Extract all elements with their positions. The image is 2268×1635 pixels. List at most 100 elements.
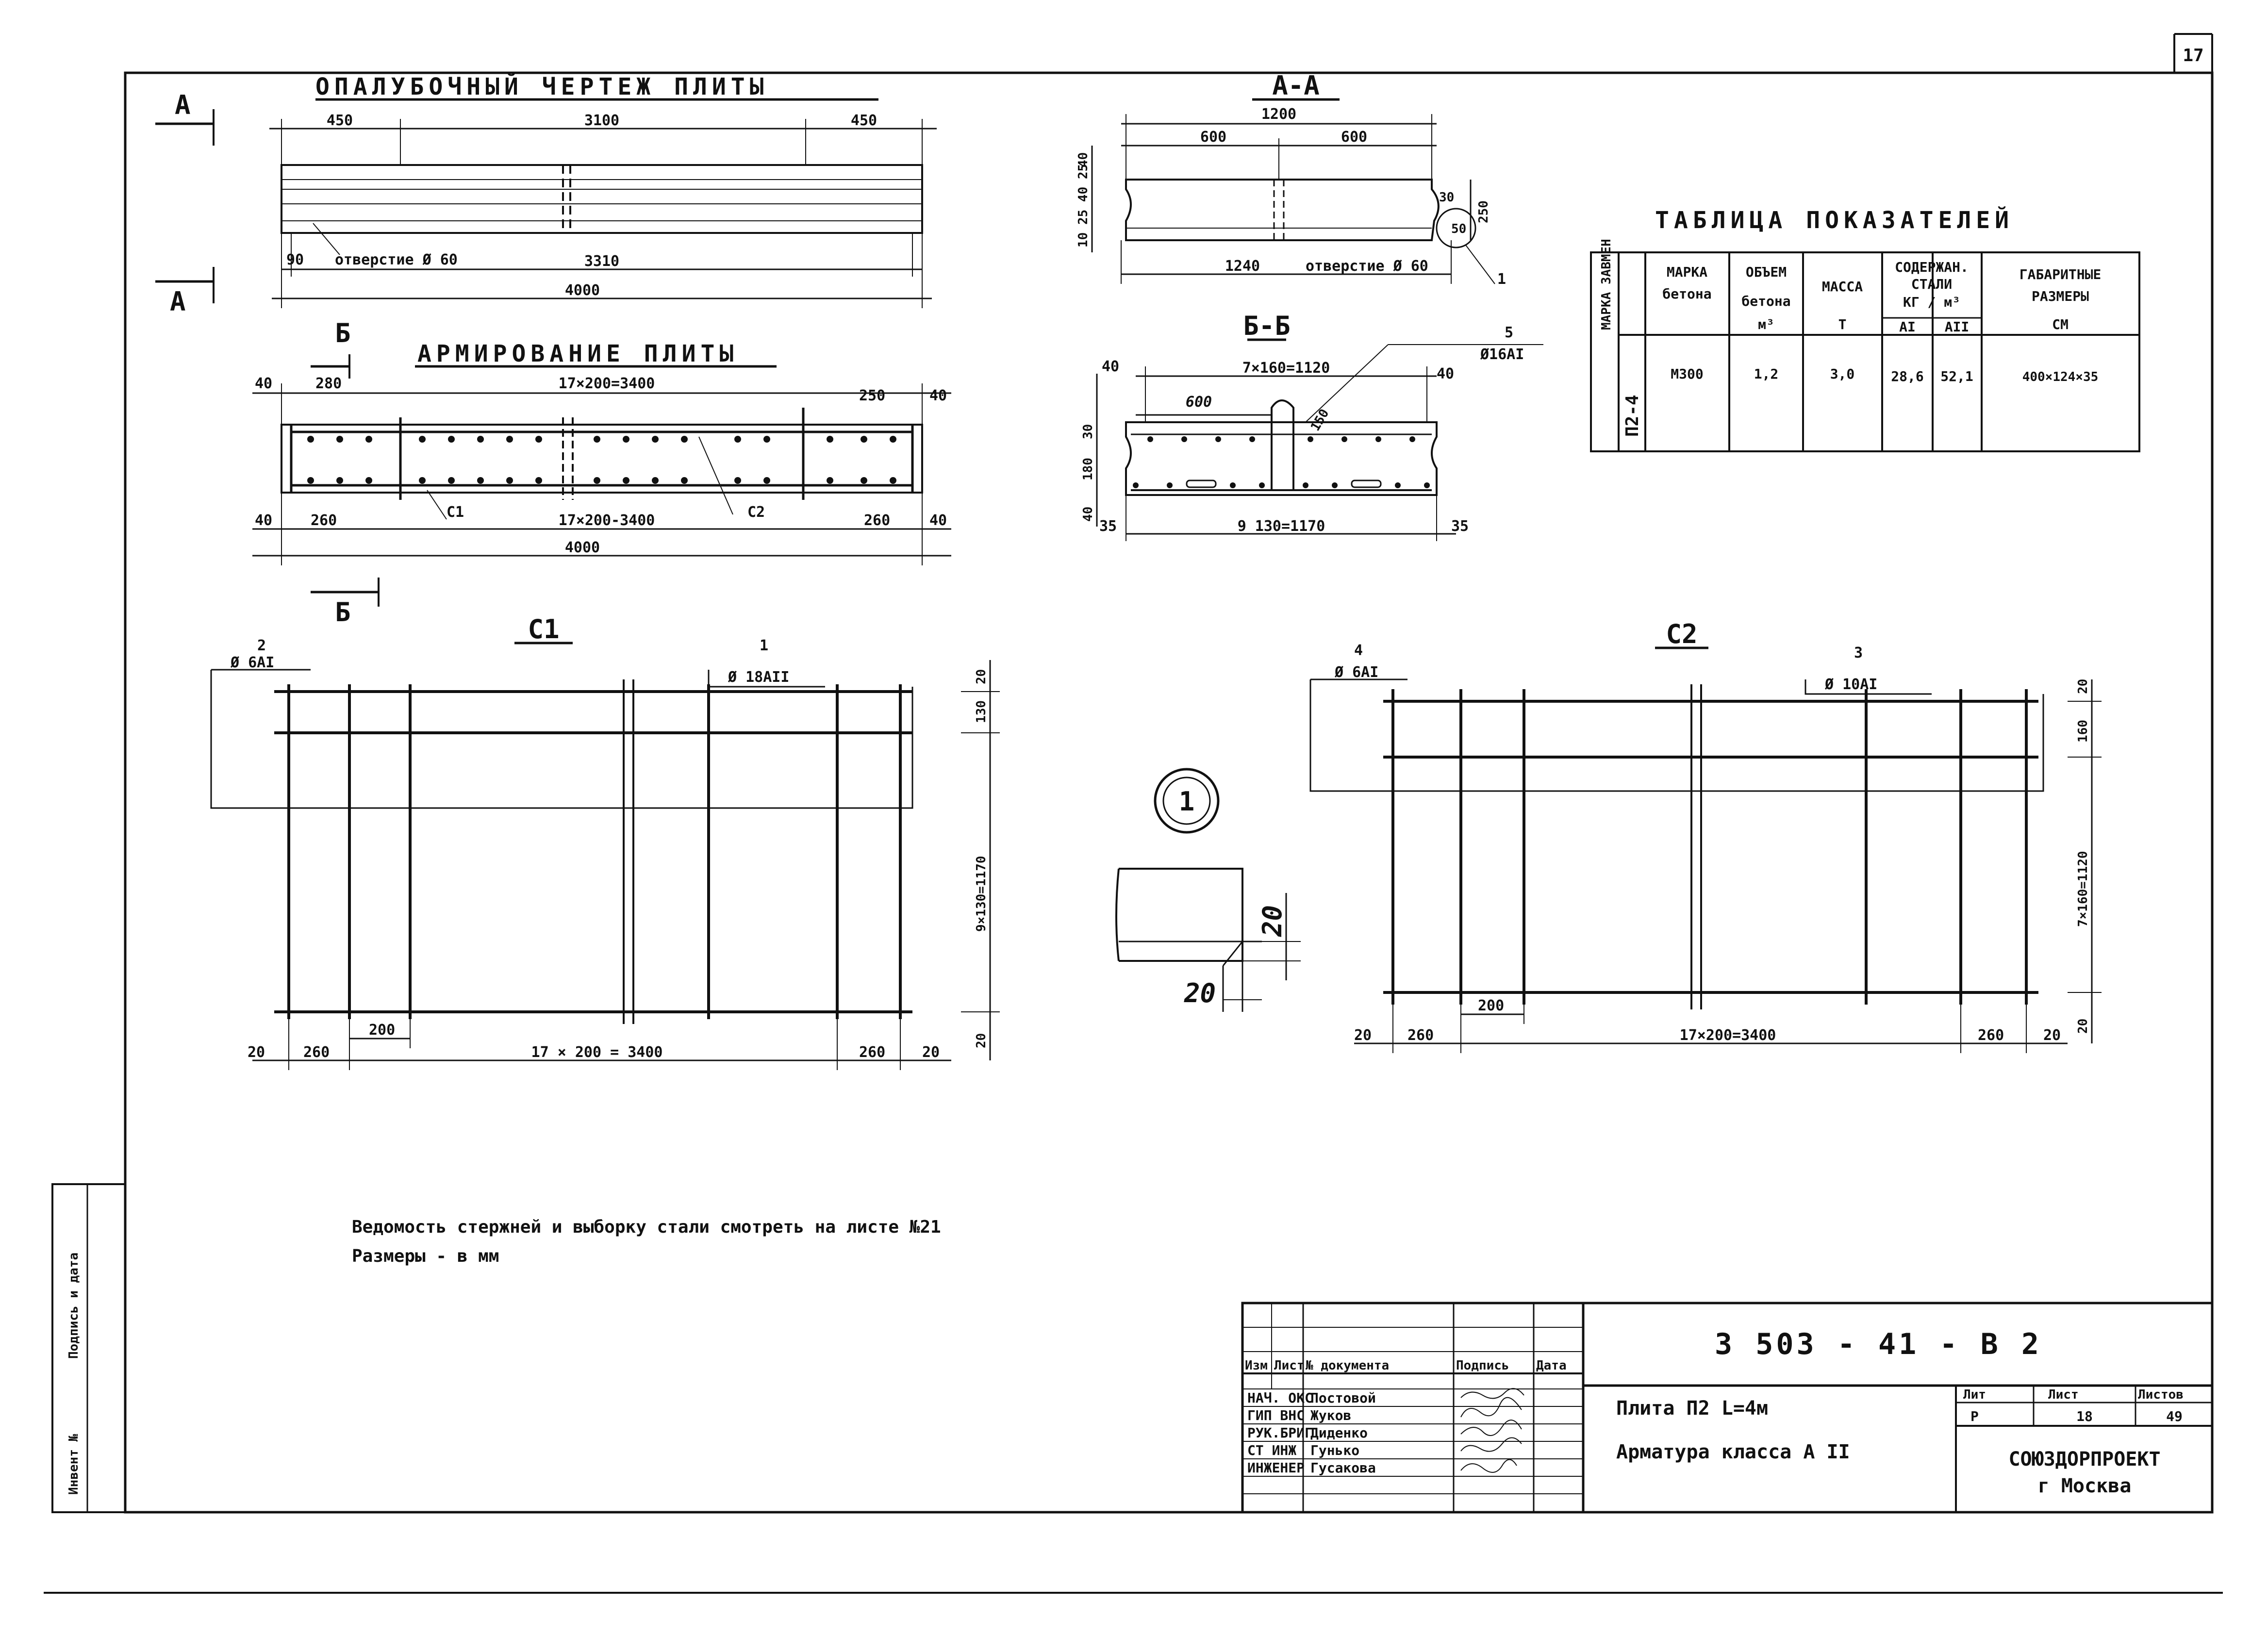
stamp-hdr-list: Лист [1274, 1358, 1305, 1373]
note-line-1: Ведомость стержней и выборку стали смотр… [352, 1217, 941, 1237]
mesh-c2-diam-top-right: Ø 10АI [1824, 676, 1877, 693]
section-aa-dim-total: 1200 [1261, 106, 1296, 123]
mesh-c2-dim-r-long: 7×160=1120 [2076, 851, 2090, 927]
indicators-col-mass-1: МАССА [1822, 279, 1863, 295]
stamp-sheets-total: 49 [2166, 1408, 2183, 1424]
mesh-c2-mark-top-left: 4 [1354, 642, 1363, 659]
detail-1-view [1115, 768, 1301, 1012]
mesh-c2-dim-r-top: 20 [2076, 679, 2090, 694]
section-aa-view [1091, 98, 1495, 284]
indicators-row-mark: П2-4 [1622, 395, 1642, 437]
formwork-dim-holes: 3310 [584, 253, 619, 270]
mesh-c2-dim-bot-260: 260 [1407, 1027, 1434, 1044]
stamp-hdr-sign: Подпись [1456, 1358, 1509, 1373]
indicators-row-a2: 52,1 [1940, 368, 1973, 384]
sheet-code: 3 503 - 41 - B 2 [1715, 1327, 2042, 1361]
mesh-c1-mark-top-right: 1 [760, 637, 768, 654]
indicators-table [1590, 251, 2140, 452]
section-bb-dim-600: 600 [1186, 394, 1212, 411]
section-bb-inner: 150 [1308, 407, 1332, 434]
section-bb-dim-h180: 180 [1081, 458, 1095, 480]
mesh-c1-dim-bot-200: 200 [369, 1022, 395, 1039]
section-bb-bar-mark: 5 [1505, 324, 1513, 341]
indicators-row-size: 400×124×35 [2022, 370, 2099, 384]
stamp-stage: Р [1970, 1408, 1979, 1424]
section-bb-dim-bot-l: 35 [1099, 518, 1117, 535]
section-bb-dim-bot-r: 35 [1451, 518, 1469, 535]
stamp-hdr-doc: № документа [1306, 1358, 1389, 1373]
mesh-c1-dim-bot-260: 260 [303, 1044, 330, 1061]
stamp-r2-role: ГИП ВНС [1247, 1407, 1305, 1423]
stamp-r1-name: Постовой [1310, 1390, 1376, 1406]
mesh-c1-view [210, 642, 1000, 1070]
section-bb-bar-dots [1133, 436, 1430, 488]
section-bb-title: Б-Б [1243, 311, 1291, 341]
reinforcement-dim-bot-l1: 40 [255, 512, 272, 529]
page-number: 17 [2183, 46, 2203, 66]
organization-name: СОЮЗДОРПРОЕКТ [2008, 1448, 2160, 1470]
indicators-col-steel-a2: АII [1945, 319, 1970, 335]
reinforcement-dim-top-mid: 17×200=3400 [559, 375, 655, 392]
section-aa-dim-h2: 10 25 40 25 [1076, 164, 1091, 248]
stamp-hdr-sheets: Листов [2138, 1387, 2184, 1402]
detail-1-callout: 1 [1179, 786, 1195, 817]
mesh-c1-diam-top-left: Ø 6АI [230, 654, 274, 671]
indicators-col-mass-2: Т [1838, 316, 1847, 332]
mesh-c1-title: С1 [528, 614, 559, 644]
stamp-r5-name: Гусакова [1310, 1460, 1376, 1476]
reinforcement-dim-top-r1: 250 [859, 387, 885, 404]
reinforcement-dim-top-l2: 280 [315, 375, 342, 392]
indicators-col-size-3: СМ [2052, 316, 2069, 332]
stamp-sheet-no: 18 [2076, 1408, 2093, 1424]
mesh-c1-diam-top-right: Ø 18АII [728, 669, 789, 686]
object-title-2: Арматура класса A II [1616, 1441, 1850, 1463]
object-title-1: Плита П2 L=4м [1616, 1397, 1768, 1420]
mesh-c1-dim-bot-r260: 260 [859, 1044, 885, 1061]
section-mark-b-bottom: Б [335, 597, 351, 628]
mesh-c1-dim-r-mid: 130 [974, 700, 989, 723]
stamp-r4-name: Гунько [1310, 1442, 1359, 1458]
stamp-hdr-stage: Лит [1963, 1387, 1986, 1402]
section-bb-bar-diam: Ø16АI [1480, 346, 1524, 363]
section-mark-a-top: А [175, 90, 191, 120]
organization-city: г Москва [2038, 1475, 2132, 1497]
section-aa-dim-bottom: 1240 [1225, 258, 1260, 275]
stamp-left-signature: Подпись и дата [66, 1253, 81, 1359]
mesh-c2-dim-bot-200: 200 [1478, 997, 1504, 1014]
reinforcement-dim-bot-r1: 260 [864, 512, 890, 529]
mesh-c2-title: С2 [1666, 619, 1697, 649]
indicators-row-a1: 28,6 [1891, 368, 1923, 384]
section-aa-dim-left: 600 [1200, 129, 1226, 146]
stamp-hdr-izm: Изм [1245, 1358, 1268, 1373]
stamp-r4-role: СТ ИНЖ [1247, 1442, 1296, 1458]
indicators-col-mark: МАРКА ЗАВМЕН [1599, 239, 1614, 330]
reinforcement-bar-dots [307, 436, 896, 484]
mesh-c2-dim-bot-mid: 17×200=3400 [1680, 1027, 1776, 1044]
section-aa-dim-r1: 30 [1439, 190, 1454, 205]
reinforcement-dim-top-r2: 40 [929, 387, 947, 404]
section-bb-dim-bot: 9 130=1170 [1238, 518, 1325, 535]
stamp-r2-name: Жуков [1310, 1407, 1351, 1423]
stamp-r3-role: РУК.БРИГ [1247, 1425, 1313, 1441]
stamp-hdr-sheet: Лист [2048, 1387, 2079, 1402]
formwork-dim-right: 450 [851, 112, 877, 129]
section-aa-hole-label: отверстие Ø 60 [1306, 258, 1428, 275]
section-aa-dim-h3: 250 [1476, 200, 1491, 223]
mesh-c2-dim-bot-r260: 260 [1978, 1027, 2004, 1044]
section-bb-dim-left-top: 40 [1102, 358, 1119, 375]
section-bb-dim-h30: 30 [1081, 424, 1095, 439]
indicators-col-volume-2: бетона [1741, 293, 1790, 309]
stamp-r5-role: ИНЖЕНЕР [1247, 1460, 1305, 1476]
mesh-c1-dim-r-top: 20 [974, 669, 989, 684]
reinforcement-title: АРМИРОВАНИЕ ПЛИТЫ [417, 340, 738, 367]
indicators-col-volume-3: м³ [1758, 316, 1774, 332]
mesh-c1-dim-bot-r20: 20 [922, 1044, 940, 1061]
section-bb-view [1096, 338, 1543, 541]
reinforcement-label-c2: С2 [747, 504, 765, 521]
stamp-hdr-date: Дата [1536, 1358, 1567, 1373]
indicators-col-volume-1: ОБЪЕМ [1746, 264, 1787, 280]
indicators-col-steel-3: КГ / м³ [1903, 294, 1960, 310]
formwork-dim-mid: 3100 [584, 112, 619, 129]
mesh-c1-dim-bot-l: 20 [248, 1044, 265, 1061]
formwork-hole-label: отверстие Ø 60 [335, 251, 458, 268]
